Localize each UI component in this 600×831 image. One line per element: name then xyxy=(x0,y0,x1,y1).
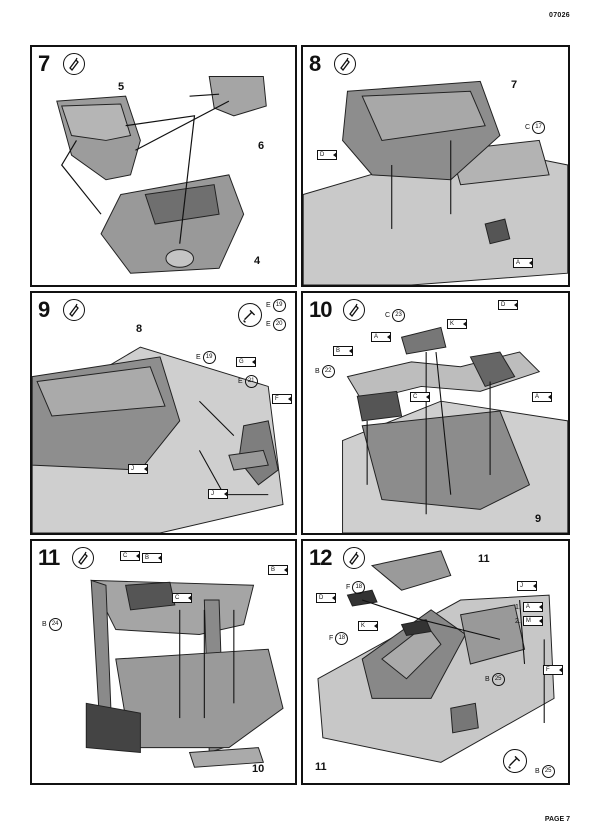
letter: B xyxy=(315,368,320,375)
document-code: 07026 xyxy=(549,12,570,19)
part-label: 11 xyxy=(478,553,490,565)
decal-tag: J xyxy=(128,464,148,474)
glue-bottle-icon xyxy=(72,547,94,569)
part-label: 4 xyxy=(254,255,261,267)
step-number: 11 xyxy=(38,545,60,570)
decal-tag: B xyxy=(142,553,162,563)
engine-assembly-illustration xyxy=(32,346,284,533)
decal-tag: D xyxy=(317,150,337,160)
decal-tag: K xyxy=(447,319,467,329)
letter: B xyxy=(42,621,47,628)
glue-bottle-icon xyxy=(343,299,365,321)
circled-number: 19 xyxy=(202,351,216,364)
order-reference: 2.M xyxy=(515,616,543,626)
circled-number: 20 xyxy=(272,318,286,331)
circled-number: 22 xyxy=(321,365,335,378)
decal-tag: F xyxy=(272,394,292,404)
decal-tag: J xyxy=(517,581,537,591)
frame-assembly-illustration xyxy=(342,326,568,533)
circled-number: 17 xyxy=(532,121,546,134)
circled-number: 24 xyxy=(48,618,62,631)
letter: E xyxy=(238,378,243,385)
letter: F xyxy=(329,635,334,642)
circled-number: 18 xyxy=(352,581,366,594)
circled-number: 21 xyxy=(244,375,258,388)
decal-tag: B xyxy=(268,565,288,575)
decal-tag: D xyxy=(498,300,518,310)
decal-tag: G xyxy=(236,357,256,367)
part-label: 5 xyxy=(118,81,125,93)
part-label: 6 xyxy=(258,140,265,152)
step-number: 9 xyxy=(38,297,50,322)
glue-bottle-icon xyxy=(63,299,85,321)
engine-parts-illustration xyxy=(56,76,267,274)
step-number: 12 xyxy=(309,545,333,570)
decal-tag: A xyxy=(513,258,533,268)
letter: B xyxy=(485,676,490,683)
decal-tag: B xyxy=(333,346,353,356)
decal-tag: J xyxy=(208,489,228,499)
part-label: 11 xyxy=(315,761,327,773)
letter: E xyxy=(196,354,201,361)
circled-number: 25 xyxy=(491,673,505,686)
step-number: 10 xyxy=(309,297,333,322)
step-number: 8 xyxy=(309,51,321,76)
roll-cage-illustration xyxy=(85,579,284,768)
circled-number: 18 xyxy=(335,632,349,645)
order-number: 1. xyxy=(515,603,521,611)
decal-tag: A xyxy=(522,602,543,612)
body-assembly-illustration xyxy=(317,550,555,763)
letter: C xyxy=(385,312,391,319)
letter: E xyxy=(266,302,271,309)
decal-tag: F xyxy=(543,665,563,675)
decal-tag: D xyxy=(316,593,336,603)
circled-number: 23 xyxy=(392,309,406,322)
order-number: 2. xyxy=(515,617,521,625)
letter: C xyxy=(525,124,531,131)
paint-brush-tool-icon xyxy=(503,749,527,773)
part-label: 10 xyxy=(252,763,265,775)
decal-tag: K xyxy=(358,621,378,631)
decal-tag: C xyxy=(410,392,430,402)
circled-number: 19 xyxy=(272,299,286,312)
step-number: 7 xyxy=(38,51,50,76)
part-label: 7 xyxy=(511,79,518,91)
glue-bottle-icon xyxy=(343,547,365,569)
page-number: PAGE 7 xyxy=(544,816,570,823)
letter: B xyxy=(535,768,540,775)
decal-tag: C xyxy=(120,551,140,561)
engine-chassis-illustration xyxy=(303,80,568,285)
decal-tag: M xyxy=(522,616,543,626)
decal-tag: A xyxy=(532,392,552,402)
step-7-panel: 7 5 6 4 xyxy=(30,45,297,287)
order-reference: 1.A xyxy=(515,602,543,612)
paint-brush-tool-icon xyxy=(238,303,262,327)
glue-bottle-icon xyxy=(63,53,85,75)
decal-tag: A xyxy=(371,332,391,342)
part-label: 9 xyxy=(535,513,542,525)
circled-number: 25 xyxy=(541,765,555,778)
decal-tag: C xyxy=(172,593,192,603)
glue-bottle-icon xyxy=(334,53,356,75)
letter: F xyxy=(346,584,351,591)
part-label: 8 xyxy=(136,323,143,335)
letter: E xyxy=(266,321,271,328)
